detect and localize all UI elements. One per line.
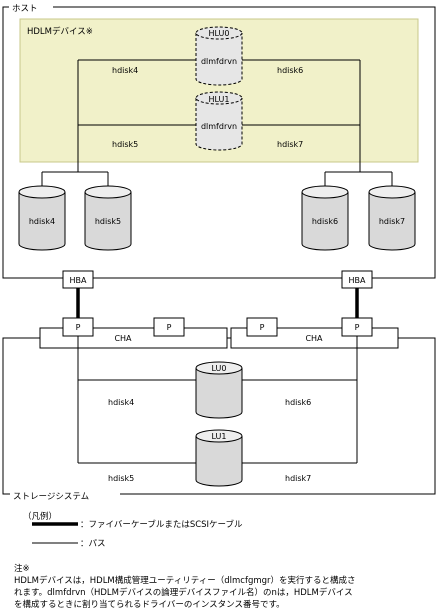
cha-right-label: CHA xyxy=(305,334,323,343)
hlu0-right-path-label: hdisk6 xyxy=(277,66,303,75)
note-line-2: れます。dlmfdrvn（HDLMデバイスの論理デバイスファイル名）のnは，HD… xyxy=(14,588,353,598)
legend-path-label: ：パス xyxy=(80,539,106,549)
hdisk5-cylinder xyxy=(84,185,132,251)
legend-title: （凡例） xyxy=(23,511,57,522)
hdisk7-label: hdisk7 xyxy=(379,217,405,226)
host-box xyxy=(2,6,436,279)
hba-left-label: HBA xyxy=(70,276,88,285)
hlu1-right-path-label: hdisk7 xyxy=(277,140,303,149)
hlu0-label: HLU0 xyxy=(208,29,229,38)
lu0-cylinder xyxy=(195,361,243,419)
hdisk6-label: hdisk6 xyxy=(312,217,338,226)
lu1-right-path-label: hdisk7 xyxy=(285,474,311,483)
note-line-3: を構成するときに割り当てられるドライバーのインスタンス番号です。 xyxy=(14,600,285,610)
port-2-label: P xyxy=(167,323,172,332)
hdisk7-cylinder xyxy=(368,185,416,251)
hdlm-area-label: HDLMデバイス※ xyxy=(27,26,93,37)
lu1-left-path-label: hdisk5 xyxy=(108,474,134,483)
hba-right-label: HBA xyxy=(349,276,367,285)
port-3-label: P xyxy=(260,323,265,332)
hlu0-left-path-label: hdisk4 xyxy=(112,66,138,75)
lu0-label: LU0 xyxy=(211,364,226,373)
hlu0-device-name: dlmfdrvn xyxy=(201,57,237,66)
lu0-right-path-label: hdisk6 xyxy=(285,398,311,407)
hdisk4-label: hdisk4 xyxy=(29,217,55,226)
hlu0-cylinder xyxy=(195,26,243,86)
lu1-label: LU1 xyxy=(211,432,226,441)
hdisk4-cylinder xyxy=(18,185,66,251)
host-label-bg xyxy=(9,2,53,14)
storage-label: ストレージシステム xyxy=(13,492,89,502)
hlu1-device-name: dlmfdrvn xyxy=(201,122,237,131)
port-1-label: P xyxy=(76,323,81,332)
lu1-cylinder xyxy=(195,429,243,487)
hlu1-label: HLU1 xyxy=(208,95,229,104)
legend-cable-label: ：ファイバーケーブルまたはSCSIケーブル xyxy=(80,519,243,530)
port-2 xyxy=(153,317,185,337)
port-4-label: P xyxy=(355,323,360,332)
hdisk5-label: hdisk5 xyxy=(95,217,121,226)
cha-left-label: CHA xyxy=(114,334,132,343)
note-line-1: HDLMデバイスは，HDLM構成管理ユーティリティー（dlmcfgmgr）を実行… xyxy=(14,576,356,586)
port-3 xyxy=(246,317,278,337)
hdisk6-cylinder xyxy=(301,185,349,251)
lu0-left-path-label: hdisk4 xyxy=(108,398,134,407)
hlu1-cylinder xyxy=(195,91,243,151)
note-heading: 注※ xyxy=(14,564,30,574)
hlu1-left-path-label: hdisk5 xyxy=(112,140,138,149)
storage-label-bg xyxy=(10,490,120,502)
host-label: ホスト xyxy=(12,4,38,14)
